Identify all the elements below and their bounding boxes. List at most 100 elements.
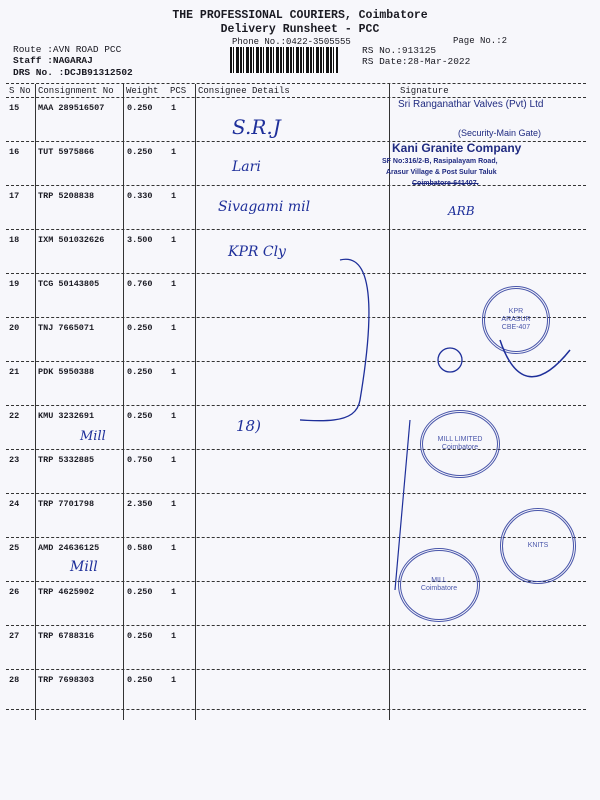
cell-consignment: TNJ 7665071 <box>38 323 95 333</box>
cell-sno: 17 <box>9 191 20 201</box>
cell-consignment: TRP 7701798 <box>38 499 95 509</box>
kani-stamp-address: SF No:316/2-B, Rasipalayam Road, <box>382 158 498 165</box>
cell-sno: 20 <box>9 323 20 333</box>
kani-stamp-address: Coimbatore-641407. <box>412 180 479 187</box>
cell-consignment: TRP 6788316 <box>38 631 95 641</box>
row-divider <box>6 709 586 710</box>
cell-pcs: 1 <box>171 455 177 465</box>
cell-consignment: TCG 50143805 <box>38 279 100 289</box>
column-line <box>35 84 36 720</box>
handwriting: Mill <box>80 429 106 444</box>
cell-pcs: 1 <box>171 103 177 113</box>
kani-stamp-name: Kani Granite Company <box>392 141 522 155</box>
cell-pcs: 1 <box>171 587 177 597</box>
col-signature: Signature <box>400 86 449 96</box>
cell-weight: 0.330 <box>127 191 153 201</box>
handwriting: Mill <box>70 559 98 575</box>
cell-consignment: KMU 3232691 <box>38 411 95 421</box>
row-divider <box>6 273 586 274</box>
handwriting: Sivagami mil <box>218 199 311 215</box>
drs-number: DRS No. :DCJB91312502 <box>13 67 133 78</box>
cell-weight: 0.760 <box>127 279 153 289</box>
cell-pcs: 1 <box>171 499 177 509</box>
column-line <box>123 84 124 720</box>
row-divider <box>6 493 586 494</box>
cell-pcs: 1 <box>171 675 177 685</box>
company-name: THE PROFESSIONAL COURIERS, Coimbatore <box>172 9 428 22</box>
page-number: Page No.:2 <box>453 36 508 46</box>
divider <box>6 83 586 84</box>
cell-pcs: 1 <box>171 367 177 377</box>
row-divider <box>6 361 586 362</box>
cell-pcs: 1 <box>171 631 177 641</box>
phone-number: Phone No.:0422-3505555 <box>232 37 351 47</box>
col-sno: S No <box>9 86 31 96</box>
cell-pcs: 1 <box>171 191 177 201</box>
route: Route :AVN ROAD PCC <box>13 44 122 55</box>
col-weight: Weight <box>126 86 159 96</box>
knits-seal: KNITS <box>500 508 576 584</box>
signature-strokes <box>300 258 571 591</box>
cell-pcs: 1 <box>171 543 177 553</box>
col-consignee: Consignee Details <box>198 86 290 96</box>
row-divider <box>6 537 586 538</box>
cell-weight: 0.250 <box>127 147 153 157</box>
cell-pcs: 1 <box>171 235 177 245</box>
cell-weight: 0.250 <box>127 675 153 685</box>
cell-weight: 0.250 <box>127 367 153 377</box>
row-divider <box>6 317 586 318</box>
cell-pcs: 1 <box>171 411 177 421</box>
handwriting: KPR Cly <box>228 244 286 260</box>
cell-weight: 0.250 <box>127 323 153 333</box>
cell-consignment: IXM 501032626 <box>38 235 105 245</box>
cell-consignment: MAA 289516507 <box>38 103 105 113</box>
document-title: Delivery Runsheet - PCC <box>220 23 380 36</box>
cell-sno: 25 <box>9 543 20 553</box>
cell-consignment: PDK 5950388 <box>38 367 95 377</box>
cell-weight: 0.580 <box>127 543 153 553</box>
barcode <box>230 47 338 73</box>
cell-consignment: TRP 5208838 <box>38 191 95 201</box>
handwriting: Lari <box>232 159 261 175</box>
cell-weight: 2.350 <box>127 499 153 509</box>
cell-pcs: 1 <box>171 323 177 333</box>
cell-sno: 21 <box>9 367 20 377</box>
cell-weight: 0.750 <box>127 455 153 465</box>
staff: Staff :NAGARAJ <box>13 55 93 66</box>
cell-consignment: TRP 7698303 <box>38 675 95 685</box>
column-line <box>195 84 196 720</box>
cell-pcs: 1 <box>171 147 177 157</box>
cell-sno: 15 <box>9 103 20 113</box>
cell-sno: 22 <box>9 411 20 421</box>
cell-sno: 16 <box>9 147 20 157</box>
cell-consignment: AMD 24636125 <box>38 543 100 553</box>
row-divider <box>6 97 586 98</box>
row-divider <box>6 625 586 626</box>
col-consignment: Consignment No <box>38 86 114 96</box>
cell-sno: 24 <box>9 499 20 509</box>
row-divider <box>6 405 586 406</box>
handwriting: S.R.J <box>232 115 281 139</box>
cell-sno: 26 <box>9 587 20 597</box>
signature-handwriting: ARB <box>448 204 475 218</box>
row-divider <box>6 669 586 670</box>
row-divider <box>6 229 586 230</box>
cell-consignment: TRP 4625902 <box>38 587 95 597</box>
cell-weight: 3.500 <box>127 235 153 245</box>
cell-sno: 27 <box>9 631 20 641</box>
cell-sno: 28 <box>9 675 20 685</box>
cell-weight: 0.250 <box>127 631 153 641</box>
rs-date: RS Date:28-Mar-2022 <box>362 56 471 67</box>
security-stamp: (Security-Main Gate) <box>458 128 542 138</box>
cell-weight: 0.250 <box>127 103 153 113</box>
cell-consignment: TRP 5332885 <box>38 455 95 465</box>
cell-weight: 0.250 <box>127 411 153 421</box>
handwriting: 18) <box>236 417 261 435</box>
cell-sno: 18 <box>9 235 20 245</box>
row-divider <box>6 581 586 582</box>
cell-pcs: 1 <box>171 279 177 289</box>
